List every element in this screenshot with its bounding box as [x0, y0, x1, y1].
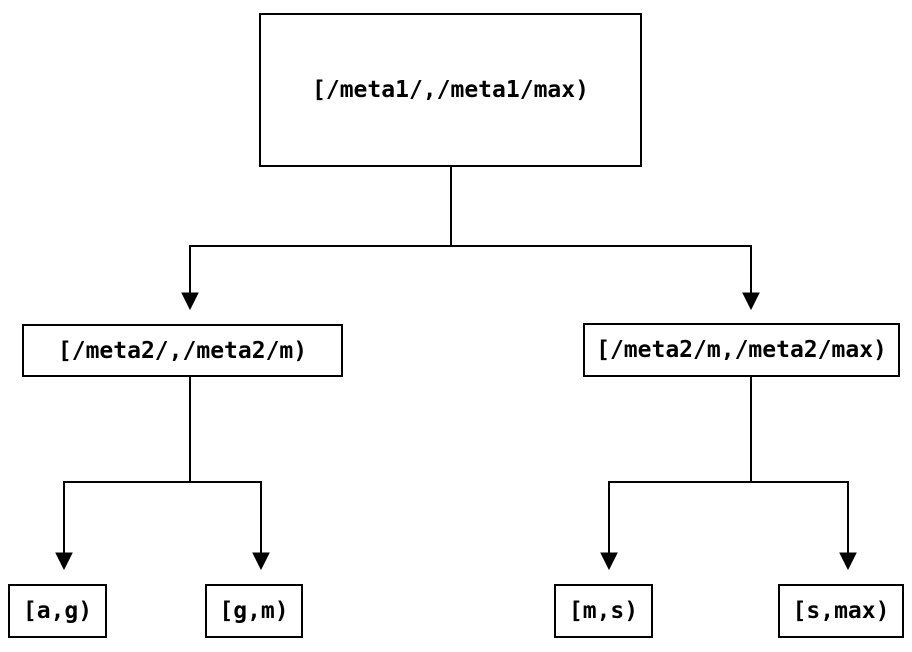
node-label: [/meta2/,/meta2/m) [57, 337, 308, 364]
tree-node-leaf-ms: [m,s) [554, 584, 653, 638]
node-label: [g,m) [219, 598, 289, 624]
tree-node-meta2-right: [/meta2/m,/meta2/max) [583, 323, 900, 377]
node-label: [a,g) [22, 598, 93, 624]
edge-root-to-children [181, 167, 760, 311]
tree-node-leaf-ag: [a,g) [8, 584, 107, 638]
arrowhead-down-icon [742, 292, 760, 311]
arrowhead-down-icon [600, 552, 618, 571]
edge-meta2right-to-leaves [600, 377, 857, 571]
tree-node-leaf-gm: [g,m) [205, 584, 303, 638]
tree-node-meta2-left: [/meta2/,/meta2/m) [22, 324, 343, 377]
edge-meta2left-to-leaves [55, 377, 270, 571]
node-label: [/meta1/,/meta1/max) [312, 77, 589, 103]
arrowhead-down-icon [55, 552, 73, 571]
arrowhead-down-icon [252, 552, 270, 571]
node-label: [m,s) [568, 598, 639, 624]
arrowhead-down-icon [839, 552, 857, 571]
arrowhead-down-icon [181, 292, 199, 311]
node-label: [s,max) [792, 598, 890, 624]
tree-node-root: [/meta1/,/meta1/max) [259, 13, 642, 167]
tree-node-leaf-smax: [s,max) [778, 584, 904, 638]
node-label: [/meta2/m,/meta2/max) [596, 337, 887, 363]
